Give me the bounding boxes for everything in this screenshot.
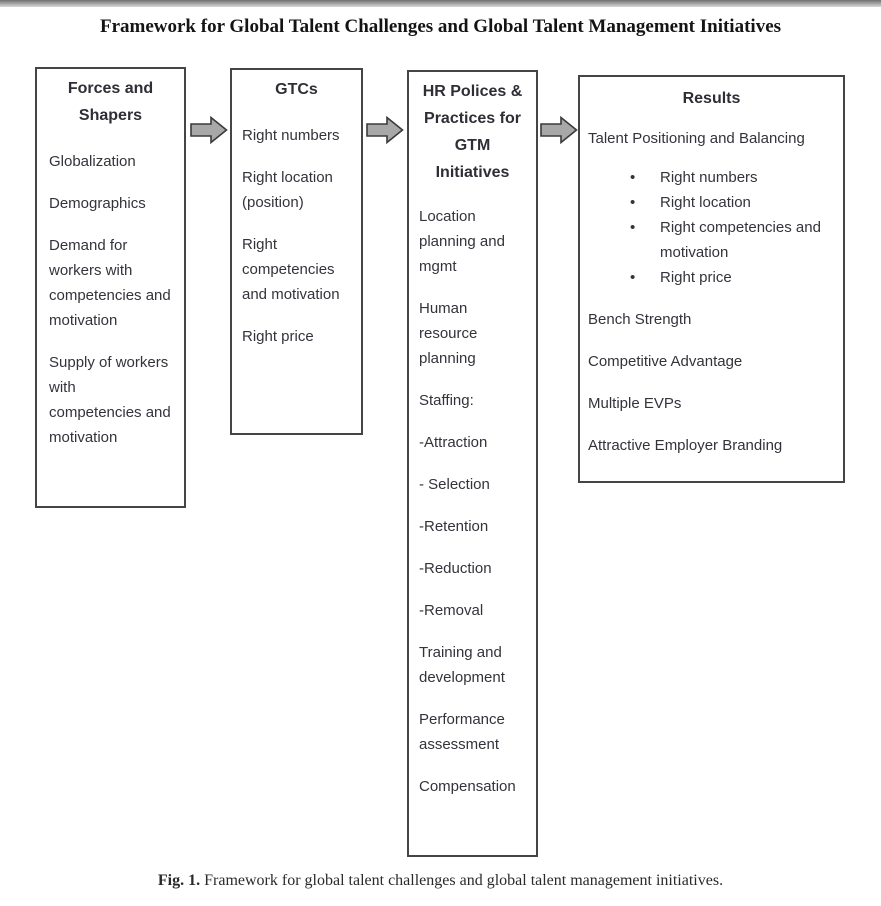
bullet-text: Right competencies and motivation (660, 219, 821, 261)
box-item: Multiple EVPs (588, 395, 682, 412)
bullet-dot-icon: • (630, 169, 636, 186)
box-forces-and-shapers: Forces and Shapers Globalization Demogra… (35, 67, 186, 508)
box-item: Supply of workers with competencies and … (49, 354, 171, 446)
box-item: Competitive Advantage (588, 353, 743, 370)
bullet-row: • Right numbers (588, 165, 835, 190)
figure-caption-label: Fig. 1. (157, 872, 201, 889)
bullet-row: • Right competencies and motivation (588, 215, 835, 265)
bullet-dot-icon: • (630, 269, 636, 286)
box-item: Performance assessment (419, 711, 505, 753)
bullet-dot-icon: • (630, 219, 636, 236)
box-item: Demographics (49, 195, 146, 212)
box-item: Right location (position) (242, 169, 333, 211)
box-item: -Reduction (419, 560, 492, 577)
box-item: Attractive Employer Branding (588, 437, 783, 454)
box-item: - Selection (419, 476, 490, 493)
box-item: -Retention (419, 518, 489, 535)
page-top-rule (0, 0, 881, 7)
bullet-text: Right price (660, 269, 732, 286)
box-item: -Attraction (419, 434, 488, 451)
bullet-row: • Right location (588, 190, 835, 215)
box-title: Forces and Shapers (67, 80, 154, 124)
box-item: Globalization (49, 153, 136, 170)
box-item: Right competencies and motivation (242, 236, 340, 303)
right-arrow-icon (190, 116, 228, 144)
right-arrow-icon (540, 116, 578, 144)
figure-title: Framework for Global Talent Challenges a… (99, 16, 782, 37)
box-item: Bench Strength (588, 311, 692, 328)
box-item: Staffing: (419, 392, 474, 409)
box-item: Demand for workers with competencies and… (49, 237, 171, 329)
box-title: Results (682, 90, 741, 107)
bullet-text: Right location (660, 194, 751, 211)
bullet-dot-icon: • (630, 194, 636, 211)
box-item: Training and development (419, 644, 505, 686)
box-gtcs: GTCs Right numbers Right location (posit… (230, 68, 363, 435)
figure-caption-text: Framework for global talent challenges a… (200, 872, 724, 889)
box-results: Results Talent Positioning and Balancing… (578, 75, 845, 483)
box-item: Right numbers (242, 127, 340, 144)
box-hr-policies-practices: HR Polices & Practices for GTM Initiativ… (407, 70, 538, 857)
box-item: Compensation (419, 778, 516, 795)
box-item: Human resource planning (419, 300, 478, 367)
right-arrow-icon (366, 116, 404, 144)
bullet-text: Right numbers (660, 169, 758, 186)
box-item: Location planning and mgmt (419, 208, 505, 275)
figure-caption: Fig. 1. Framework for global talent chal… (0, 872, 881, 890)
box-item: Talent Positioning and Balancing (588, 130, 805, 147)
results-bullet-list: • Right numbers • Right location • Right… (588, 165, 835, 290)
box-title: HR Polices & Practices for GTM Initiativ… (422, 83, 523, 181)
bullet-row: • Right price (588, 265, 835, 290)
box-item: -Removal (419, 602, 484, 619)
box-title: GTCs (275, 81, 318, 98)
box-item: Right price (242, 328, 314, 345)
